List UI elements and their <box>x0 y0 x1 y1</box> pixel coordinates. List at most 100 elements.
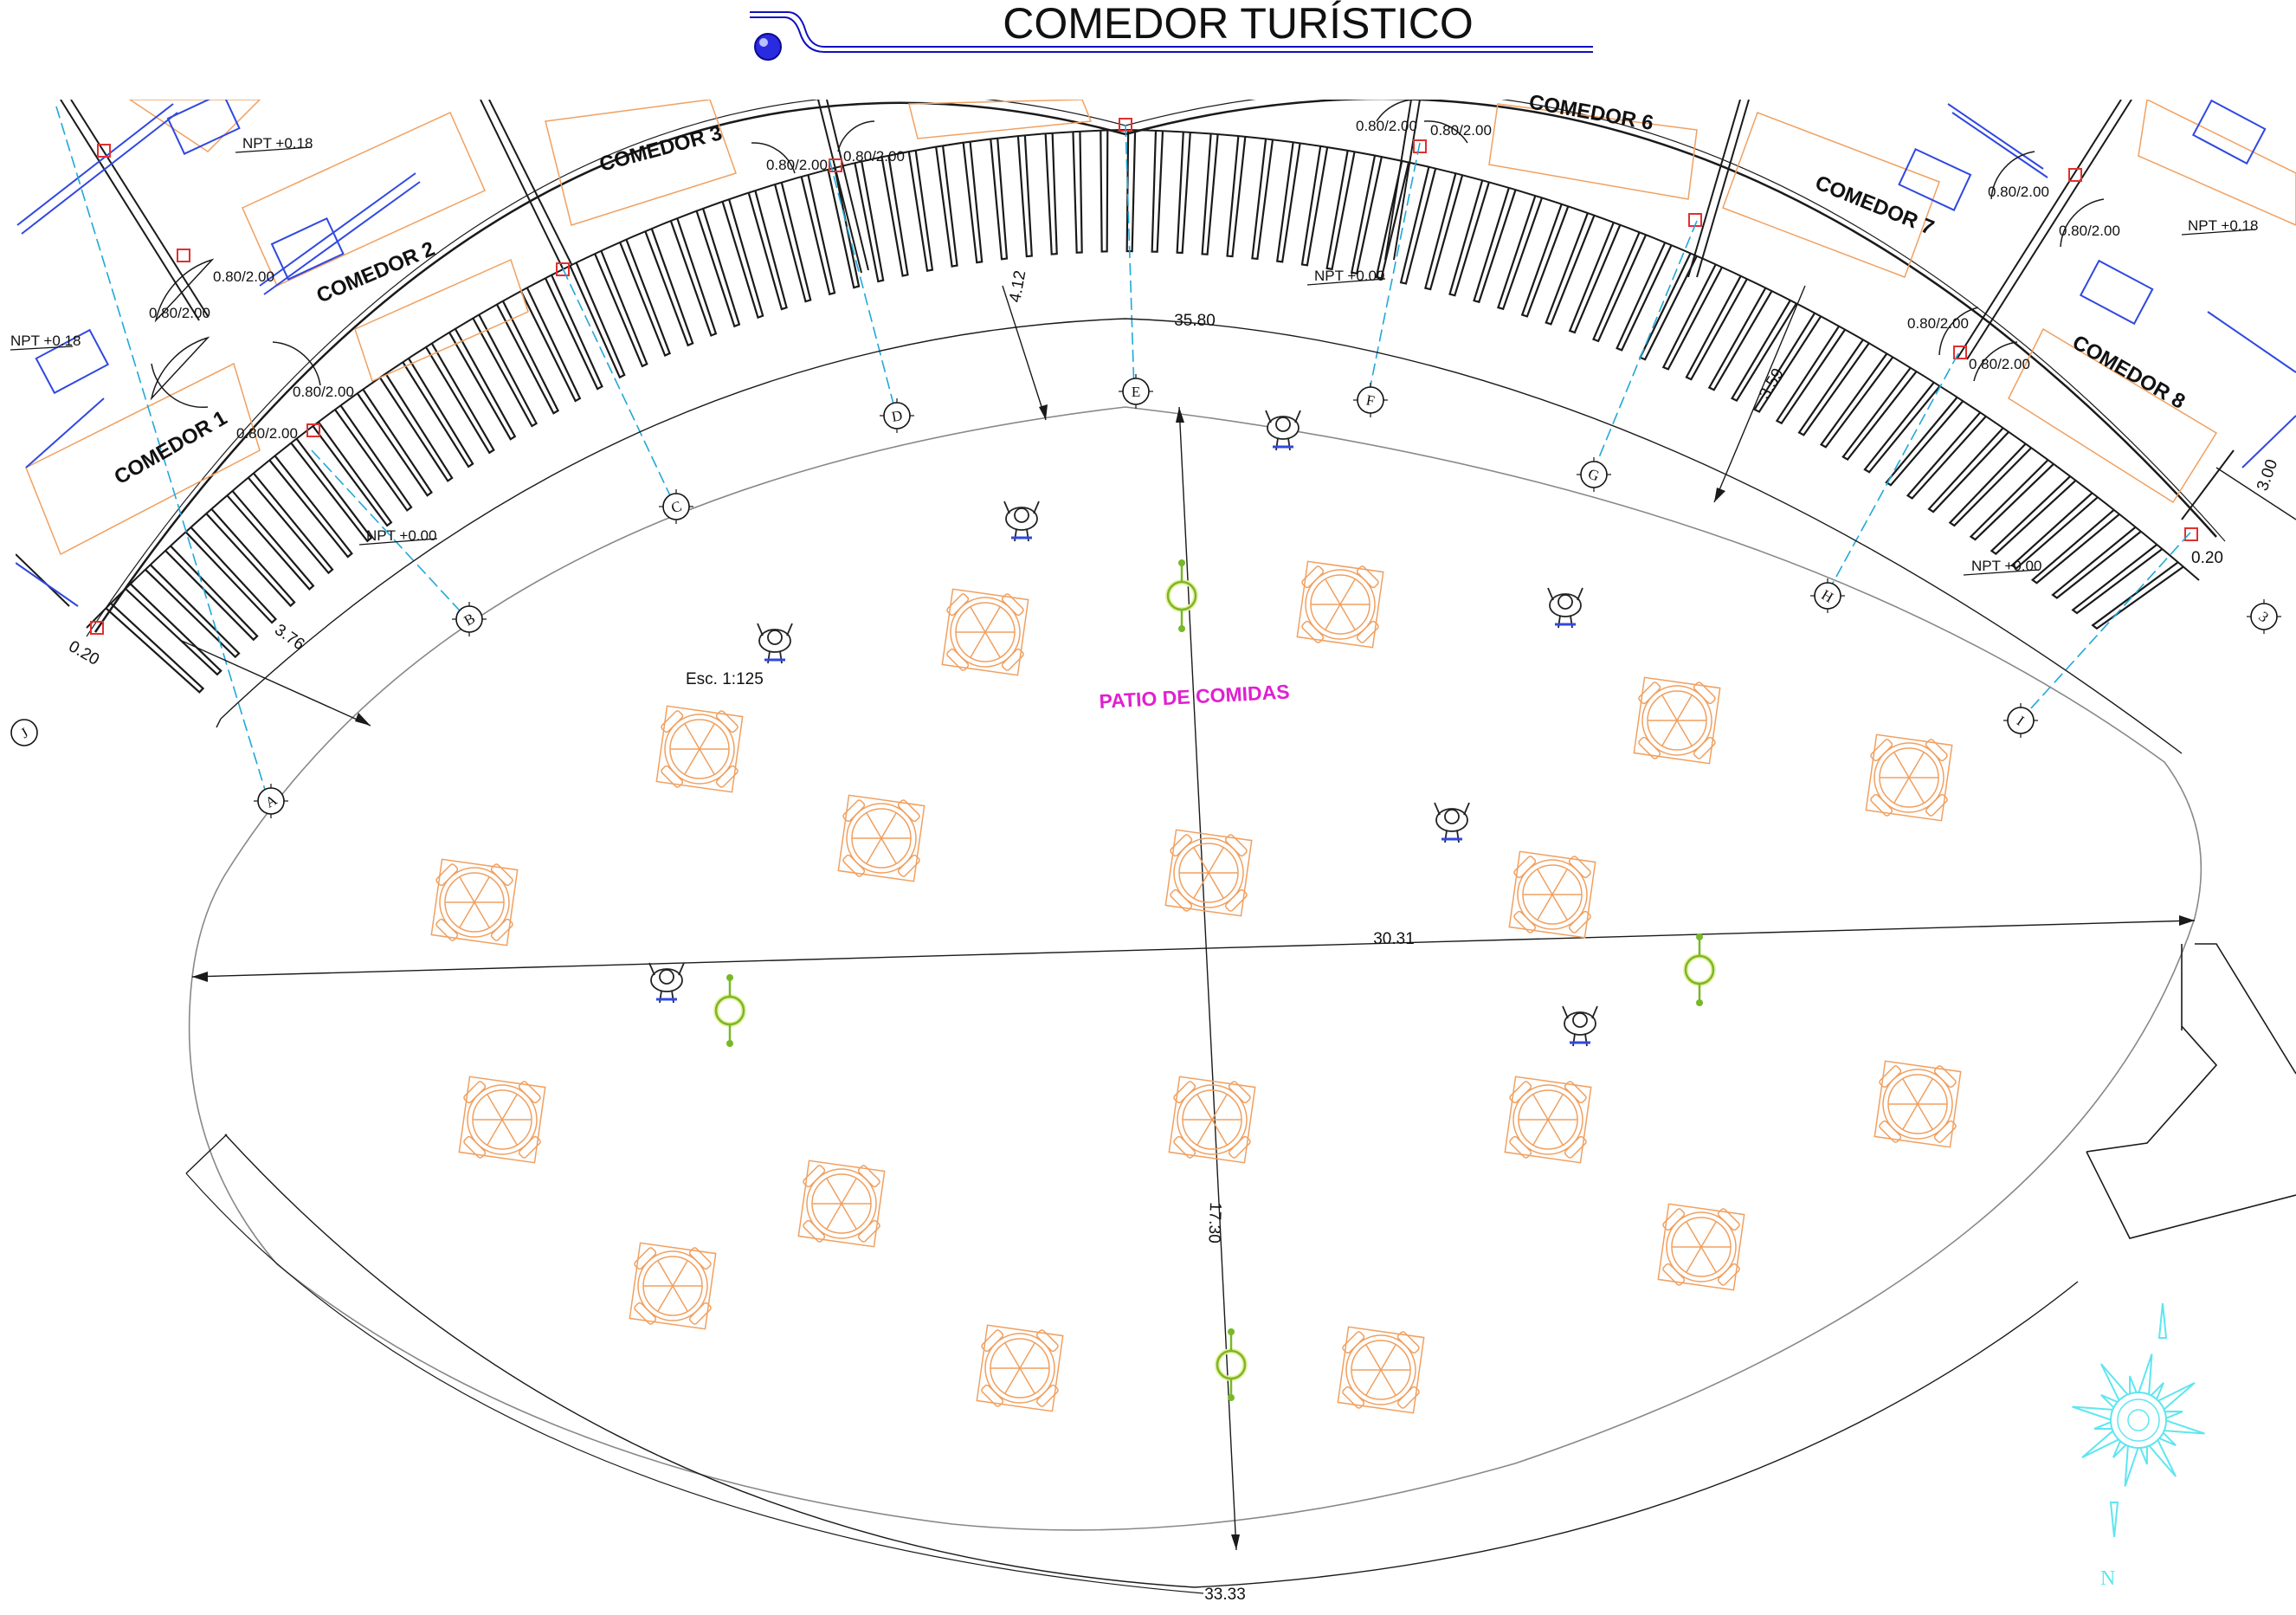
lattice-slat <box>247 472 334 575</box>
room-label-comedor-7: COMEDOR 7 <box>1812 171 1938 240</box>
door-size: 0.80/2.00 <box>1430 122 1492 139</box>
lattice-slat <box>1948 443 2032 527</box>
page-title: COMEDOR TURÍSTICO <box>1003 0 1474 48</box>
lattice-slat <box>1797 339 1870 436</box>
dining-table <box>797 1160 886 1248</box>
lattice-slat <box>425 342 495 455</box>
dining-table <box>976 1324 1064 1412</box>
dimension-wall-left: 0.20 <box>66 637 103 669</box>
person-icon <box>756 622 794 665</box>
dimension-corridor-center: 4.12 <box>1006 269 1029 304</box>
lattice-slat <box>356 389 433 497</box>
lattice-slat <box>1325 150 1356 271</box>
lattice-slat <box>962 141 984 264</box>
lattice-slat <box>569 262 626 379</box>
lattice-slat <box>2030 509 2120 585</box>
lattice-slat <box>1568 222 1622 334</box>
lattice-slat <box>205 508 296 608</box>
level-label: NPT +0.18 <box>10 333 81 349</box>
lattice-slat <box>1201 133 1219 255</box>
door-size: 0.80/2.00 <box>1356 118 1417 134</box>
lattice-slat <box>880 155 909 277</box>
dining-table <box>1508 850 1596 939</box>
lattice-slat <box>2051 526 2142 599</box>
lattice-slat <box>1125 130 1137 253</box>
lattice-slat <box>1990 475 2077 555</box>
lattice-slat <box>644 228 694 347</box>
lattice-slat <box>1707 287 1773 391</box>
lattice-slat <box>472 313 539 428</box>
lattice-slat <box>1885 397 1964 487</box>
lattice-slat <box>1350 155 1383 275</box>
lattice-slat <box>1685 275 1748 381</box>
lattice-slat <box>935 145 958 268</box>
lattice-slat <box>1906 411 1987 500</box>
lattice-slat <box>1375 160 1410 280</box>
lattice-slat <box>1775 326 1847 425</box>
dining-table <box>1168 1076 1256 1164</box>
lattice-slat <box>695 208 741 328</box>
lattice-slat <box>184 526 278 624</box>
dining-table <box>1633 676 1721 765</box>
lattice-slat <box>594 250 648 368</box>
level-labels: NPT +0.18 NPT +0.18 NPT +0.00 NPT +0.00 … <box>10 135 2258 576</box>
lattice-slat <box>1730 300 1797 403</box>
lattice-slat <box>334 404 413 512</box>
axis-markers: A B C D E F G H I 3 J <box>10 373 2282 819</box>
lattice-slat <box>1424 172 1464 291</box>
lattice-slat <box>1969 459 2054 541</box>
dining-table <box>1657 1203 1745 1291</box>
lattice-slat <box>312 421 393 527</box>
lattice-slat <box>1639 252 1698 361</box>
lattice-slat <box>669 217 718 337</box>
lattice-slat <box>402 358 474 468</box>
person-icon <box>1561 1005 1599 1048</box>
north-arrow-icon <box>2072 1302 2205 1538</box>
dimension-bottom-arc: 33.33 <box>1204 1586 1246 1604</box>
dining-table <box>1164 829 1253 917</box>
dimension-corridor-right: 3.59 <box>1756 365 1788 403</box>
dimension-corridor-left: 3.76 <box>271 621 307 654</box>
lattice-slat <box>1661 263 1723 371</box>
dining-table <box>655 705 744 793</box>
axis-label: F <box>1365 391 1377 409</box>
door-size: 0.80/2.00 <box>293 384 354 400</box>
lattice-slat <box>1300 145 1329 267</box>
door-size: 0.80/2.00 <box>2059 223 2120 239</box>
dining-table <box>430 858 519 946</box>
lattice-slat <box>1100 130 1109 253</box>
dining-table <box>458 1076 546 1164</box>
dining-table <box>1865 733 1953 822</box>
dining-table <box>1296 560 1384 649</box>
lattice-slat <box>990 138 1009 261</box>
lattice-slat <box>1753 312 1822 413</box>
door-size: 0.80/2.00 <box>149 305 210 321</box>
lattice-slat <box>1275 142 1301 263</box>
lattice-slat <box>268 455 353 559</box>
lattice-slat <box>721 198 764 320</box>
door-size: 0.80/2.00 <box>1907 315 1969 332</box>
level-label: NPT +0.18 <box>2188 217 2258 234</box>
door-size: 0.80/2.00 <box>213 268 274 285</box>
lattice-slat <box>164 545 259 642</box>
lattice-slat <box>2091 561 2184 630</box>
door-size: 0.80/2.00 <box>766 157 828 173</box>
lattice-slat <box>1616 242 1673 352</box>
axis-label: D <box>890 407 903 425</box>
pergola-lattice <box>105 130 2184 694</box>
lattice-slat <box>1176 132 1191 255</box>
room-label-comedor-1: COMEDOR 1 <box>111 406 231 489</box>
dimension-outer-arc: 35.80 <box>1174 312 1216 330</box>
drawing-area <box>16 100 2296 1594</box>
lattice-slat <box>1448 179 1490 297</box>
lattice-slat <box>774 182 812 303</box>
dining-table <box>837 794 925 882</box>
room-label-comedor-3: COMEDOR 3 <box>597 121 725 177</box>
furniture-layer <box>430 409 1962 1414</box>
lattice-slat <box>1399 166 1437 285</box>
person-icon <box>1546 586 1584 630</box>
lattice-slat <box>1592 231 1648 343</box>
person-icon <box>1003 500 1041 543</box>
lattice-slat <box>907 150 934 273</box>
